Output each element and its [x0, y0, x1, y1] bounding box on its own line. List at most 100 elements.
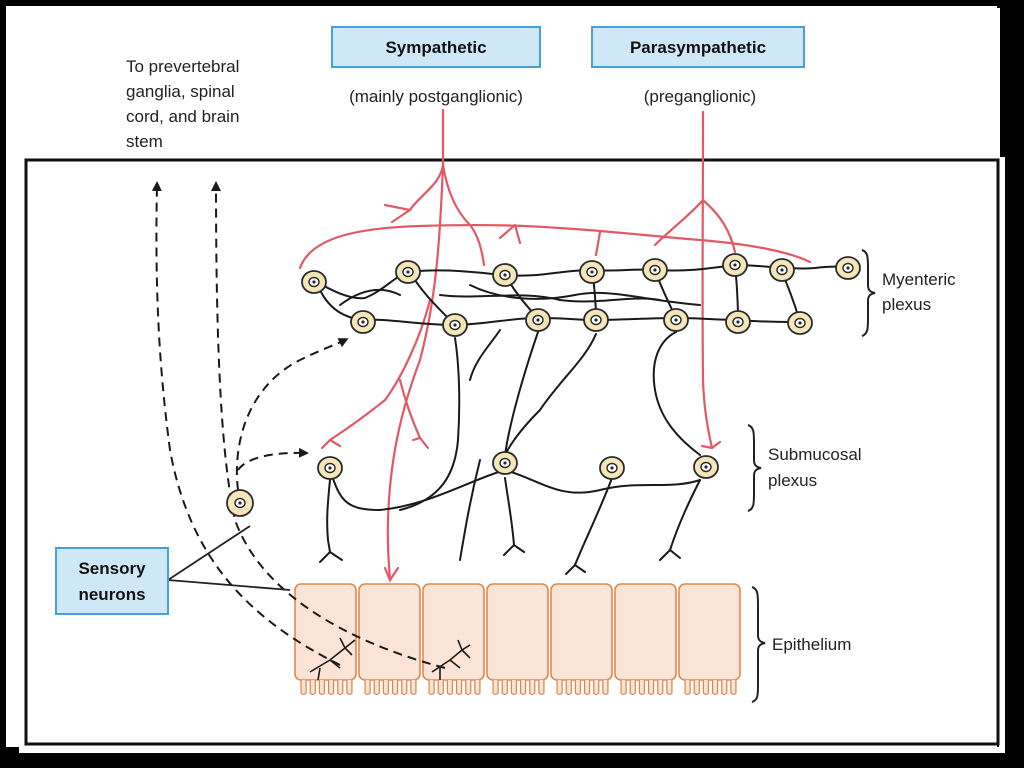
parasympathetic-label: Parasympathetic	[630, 38, 766, 57]
microvilli	[300, 680, 353, 696]
sensory-neurons-label-line1: Sensory	[78, 559, 146, 578]
sympathetic-sublabel: (mainly postganglionic)	[349, 87, 523, 106]
layer-brackets	[747, 249, 876, 703]
myenteric-neuron	[769, 258, 795, 282]
sympathetic-fiber-branch-2	[383, 203, 412, 224]
submucosal-label-line2: plexus	[768, 471, 817, 490]
neuron-cell-bodies	[226, 253, 861, 517]
descending-process-1	[399, 337, 461, 511]
sympathetic-fiber-branch-4	[398, 378, 422, 440]
submucosal-label-line1: Submucosal	[768, 445, 862, 464]
terminal-fork-4	[659, 548, 681, 561]
prevertebral-label-line3: cord, and brain	[126, 107, 239, 126]
descending-process-3	[504, 333, 597, 456]
epithelial-cell	[422, 583, 485, 696]
myenteric-neuron	[725, 310, 751, 334]
submucosal-process-3	[574, 477, 613, 566]
myenteric-cross-8	[439, 294, 661, 303]
myenteric-neuron	[583, 308, 609, 332]
myenteric-bracket	[861, 249, 876, 337]
descending-process-4	[652, 331, 701, 456]
parasympathetic-fiber-branch-2	[701, 198, 737, 254]
myenteric-neuron	[442, 313, 468, 337]
epithelial-cell	[550, 583, 613, 696]
submucosal-process-5	[459, 459, 481, 561]
sympathetic-label-box	[331, 26, 541, 68]
red-terminal-3	[320, 438, 342, 450]
sensory-endings	[309, 637, 471, 681]
terminal-fork-3	[565, 563, 586, 575]
terminal-fork-1	[319, 550, 343, 563]
myenteric-neuron	[835, 256, 861, 280]
submucosal-neuron	[492, 451, 518, 475]
sensory-neuron	[226, 489, 254, 517]
microvilli	[620, 680, 673, 696]
layer-labels: Myenteric plexus Submucosal plexus Epith…	[768, 270, 956, 654]
submucosal-neuron	[317, 456, 343, 480]
sensory-path-to-myenteric	[235, 338, 349, 491]
myenteric-neuron	[787, 311, 813, 335]
sensory-ending-1	[309, 637, 356, 681]
epithelium-bracket	[751, 586, 766, 703]
microvilli	[492, 680, 545, 696]
myenteric-neuron	[579, 260, 605, 284]
terminal-fork-2	[503, 543, 525, 556]
prevertebral-label-line4: stem	[126, 132, 163, 151]
parasympathetic-sublabel: (preganglionic)	[644, 87, 756, 106]
pointer-line-2	[167, 579, 291, 591]
sympathetic-fiber-branch-1	[441, 163, 486, 267]
top-labels: Sympathetic (mainly postganglionic) Para…	[126, 26, 805, 151]
myenteric-neuron	[525, 308, 551, 332]
myenteric-neuron	[642, 258, 668, 282]
parasympathetic-label-box	[591, 26, 805, 68]
myenteric-label-line2: plexus	[882, 295, 931, 314]
epithelial-cell	[358, 583, 421, 696]
submucosal-process-1	[326, 479, 331, 553]
red-terminal-2	[411, 436, 430, 450]
microvilli	[428, 680, 481, 696]
sensory-pathways	[151, 181, 446, 669]
sympathetic-label: Sympathetic	[385, 38, 486, 57]
sympathetic-fiber-branch-5	[498, 223, 522, 245]
descending-process-2	[504, 331, 539, 456]
red-terminal-1	[383, 566, 400, 583]
submucosal-neuron	[599, 456, 625, 480]
myenteric-label-line1: Myenteric	[882, 270, 956, 289]
sensory-path-to-cns-2	[211, 181, 446, 669]
epithelial-cell	[486, 583, 549, 696]
submucosal-bracket	[747, 424, 762, 512]
sensory-ending-2	[431, 639, 471, 680]
submucosal-neuron	[693, 455, 719, 479]
myenteric-neuron	[663, 308, 689, 332]
myenteric-neuron	[350, 310, 376, 334]
microvilli	[684, 680, 737, 696]
epithelial-cell	[294, 583, 357, 696]
sympathetic-fiber-branch-3	[328, 298, 432, 442]
submucosal-process-2	[504, 477, 515, 546]
sensory-path-to-submucosal	[237, 447, 309, 471]
parasympathetic-fiber-branch-1	[653, 198, 705, 247]
myenteric-neuron	[395, 260, 421, 284]
myenteric-neuron	[492, 263, 518, 287]
neuron-processes	[313, 263, 849, 575]
sensory-neurons-label-box	[55, 547, 169, 615]
microvilli	[556, 680, 609, 696]
sympathetic-fiber-arc	[298, 223, 812, 270]
prevertebral-label-line1: To prevertebral	[126, 57, 239, 76]
myenteric-cross-10	[339, 288, 401, 306]
myenteric-neuron	[722, 253, 748, 277]
myenteric-neuron	[301, 270, 327, 294]
sympathetic-fiber-descend	[386, 163, 445, 582]
sensory-neurons-callout: Sensory neurons	[55, 525, 291, 615]
sensory-neurons-label-line2: neurons	[78, 585, 145, 604]
submucosal-chain	[329, 468, 701, 512]
sensory-path-to-cns-1	[151, 181, 341, 666]
sympathetic-fiber-main	[408, 108, 445, 212]
epithelium-layer	[294, 583, 741, 696]
submucosal-process-4	[669, 479, 701, 551]
epithelium-label: Epithelium	[772, 635, 851, 654]
prevertebral-label-line2: ganglia, spinal	[126, 82, 235, 101]
